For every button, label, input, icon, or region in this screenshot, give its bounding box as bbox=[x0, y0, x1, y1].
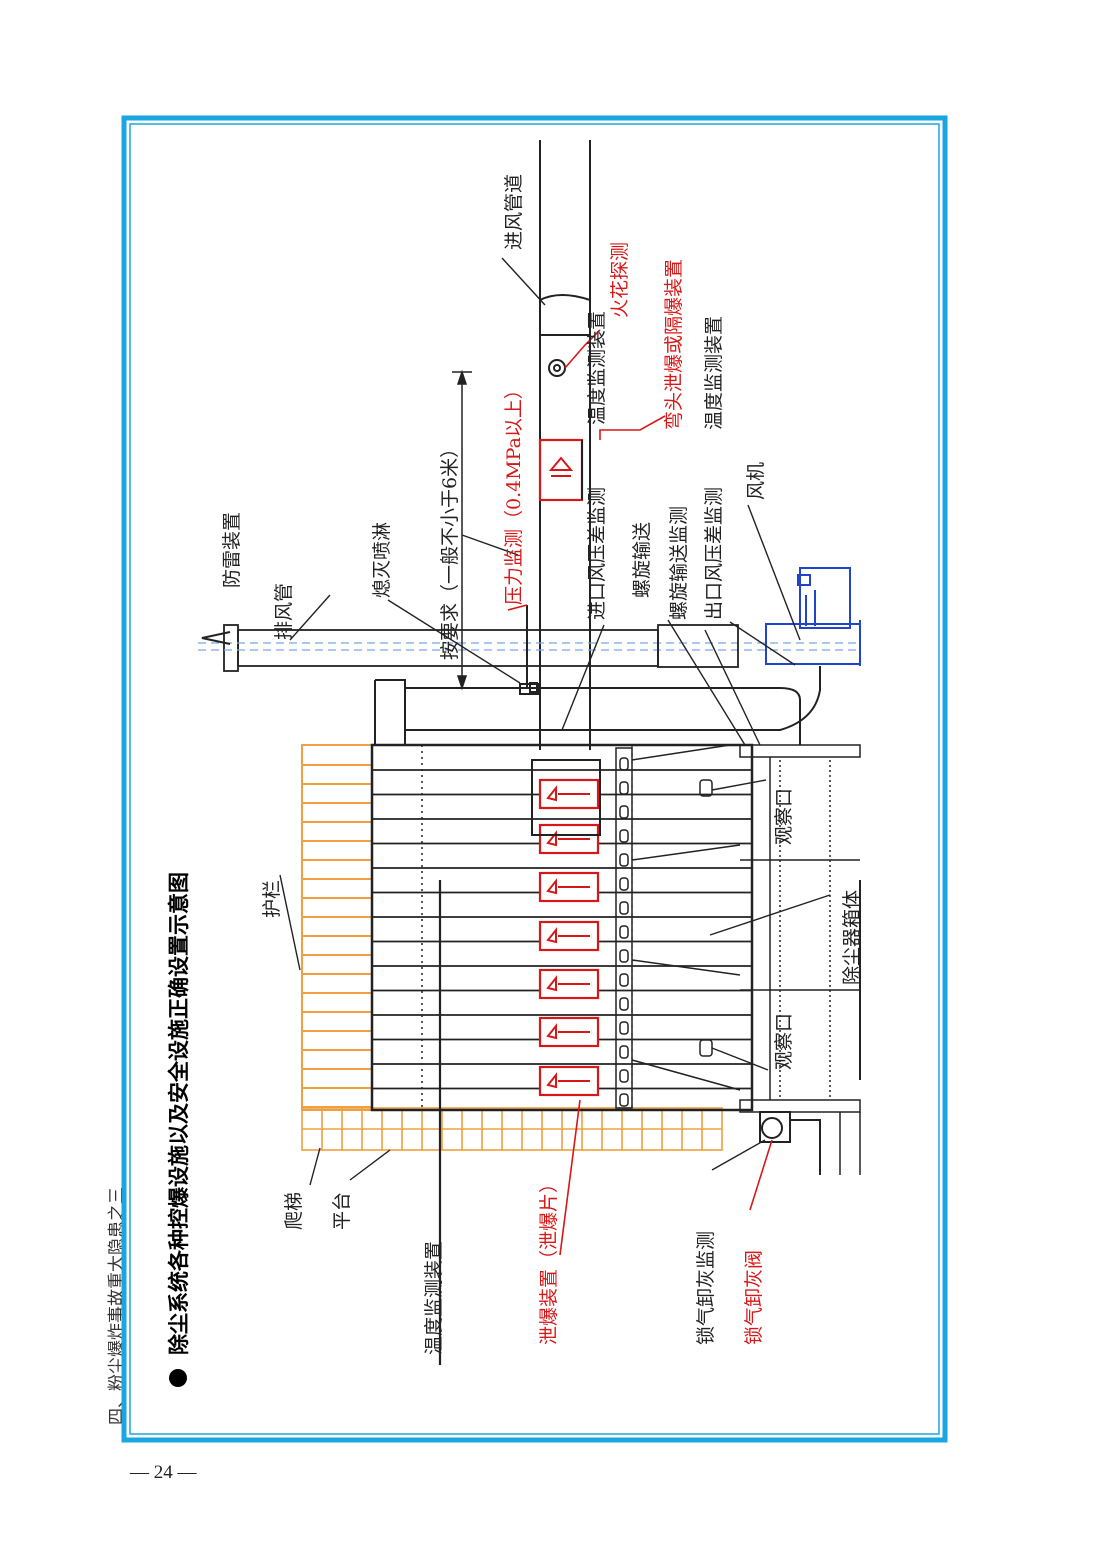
vent-panel bbox=[538, 1016, 600, 1048]
red-leaders bbox=[507, 329, 773, 1256]
ash-valve bbox=[759, 1111, 821, 1175]
vent-panel bbox=[538, 778, 600, 810]
label-observation1: 观察口 bbox=[773, 788, 795, 845]
label-screw: 螺旋输送 bbox=[631, 522, 653, 598]
inlet-temp-device bbox=[538, 438, 584, 502]
label-inlet-dp: 进口风压差监测 bbox=[586, 487, 608, 620]
label-inlet-temp: 温度监测装置 bbox=[586, 311, 608, 425]
label-outlet-dp: 出口风压差监测 bbox=[703, 487, 725, 620]
label-ash-monitor: 锁气卸灰监测 bbox=[695, 1231, 717, 1345]
label-elbow-vent: 弯头泄爆或隔爆装置 bbox=[663, 259, 685, 430]
screw-conveyor bbox=[615, 747, 633, 1109]
vent-panel bbox=[538, 1065, 600, 1097]
label-exhaust-pipe: 排风管 bbox=[273, 583, 295, 640]
vent-panel bbox=[538, 871, 600, 903]
label-inlet-duct: 进风管道 bbox=[503, 174, 525, 250]
label-observation2: 观察口 bbox=[773, 1013, 795, 1070]
guardrail bbox=[301, 744, 373, 1111]
outlet-duct bbox=[374, 666, 821, 745]
label-ash-valve: 锁气卸灰阀 bbox=[743, 1250, 765, 1345]
label-body: 除尘器箱体 bbox=[841, 890, 863, 985]
label-guardrail: 护栏 bbox=[261, 880, 283, 918]
lightning-arrow bbox=[201, 631, 231, 645]
spray-pipe bbox=[526, 605, 538, 693]
exhaust-pipe bbox=[198, 624, 860, 672]
vent-panel bbox=[538, 920, 600, 952]
label-spark: 火花探测 bbox=[609, 242, 631, 318]
label-box-temp: 温度监测装置 bbox=[423, 1241, 445, 1355]
frame-outer bbox=[121, 115, 948, 1443]
label-platform: 平台 bbox=[331, 1192, 353, 1230]
diagram-title: 除尘系统各种控爆设施以及安全设施正确设置示意图 bbox=[167, 872, 191, 1355]
hopper-supports bbox=[631, 744, 861, 1175]
label-fan: 风机 bbox=[745, 462, 767, 500]
platform-grid bbox=[301, 1107, 723, 1151]
vent-panels bbox=[538, 778, 600, 1097]
vent-panel bbox=[538, 968, 600, 1000]
label-lightning: 防雷装置 bbox=[221, 512, 243, 588]
fan bbox=[765, 567, 861, 666]
label-outlet-temp: 温度监测装置 bbox=[703, 316, 725, 430]
frame-inner bbox=[129, 123, 940, 1435]
label-height-req: 按要求（一般不小于6米） bbox=[439, 439, 461, 660]
vent-panel bbox=[538, 823, 600, 855]
label-spray: 熄灭喷淋 bbox=[371, 522, 393, 598]
label-vent-panel: 泄爆装置（泄爆片） bbox=[538, 1174, 560, 1345]
title-bullet bbox=[169, 1369, 187, 1387]
page-number: — 24 — bbox=[130, 1462, 197, 1483]
height-dimension bbox=[452, 369, 472, 691]
label-ladder: 爬梯 bbox=[283, 1192, 305, 1230]
leaders bbox=[279, 257, 831, 1186]
label-screw-monitor: 螺旋输送监测 bbox=[668, 506, 690, 620]
label-pressure: 压力监测（0.4MPa以上） bbox=[503, 380, 525, 605]
